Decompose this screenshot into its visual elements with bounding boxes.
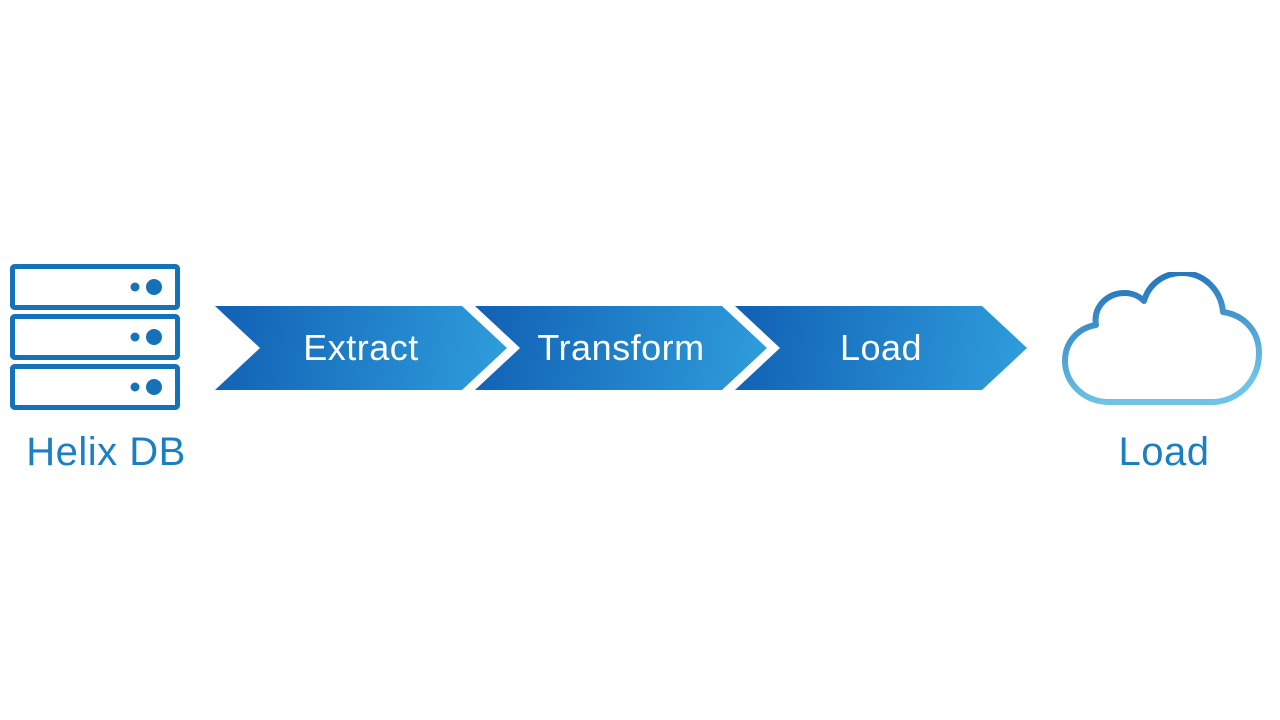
cloud-icon	[1062, 272, 1262, 405]
step-extract-label: Extract	[303, 327, 419, 368]
database-server-stack-icon	[10, 264, 180, 410]
step-transform-arrow: Transform	[475, 306, 767, 390]
step-extract-arrow: Extract	[215, 306, 507, 390]
source-label: Helix DB	[26, 430, 186, 474]
step-transform-label: Transform	[537, 327, 705, 368]
destination-label: Load	[1118, 430, 1210, 474]
step-load-label: Load	[839, 327, 923, 368]
process-arrows: Extract Transform Load	[215, 306, 1027, 390]
step-load-arrow: Load	[735, 306, 1027, 390]
